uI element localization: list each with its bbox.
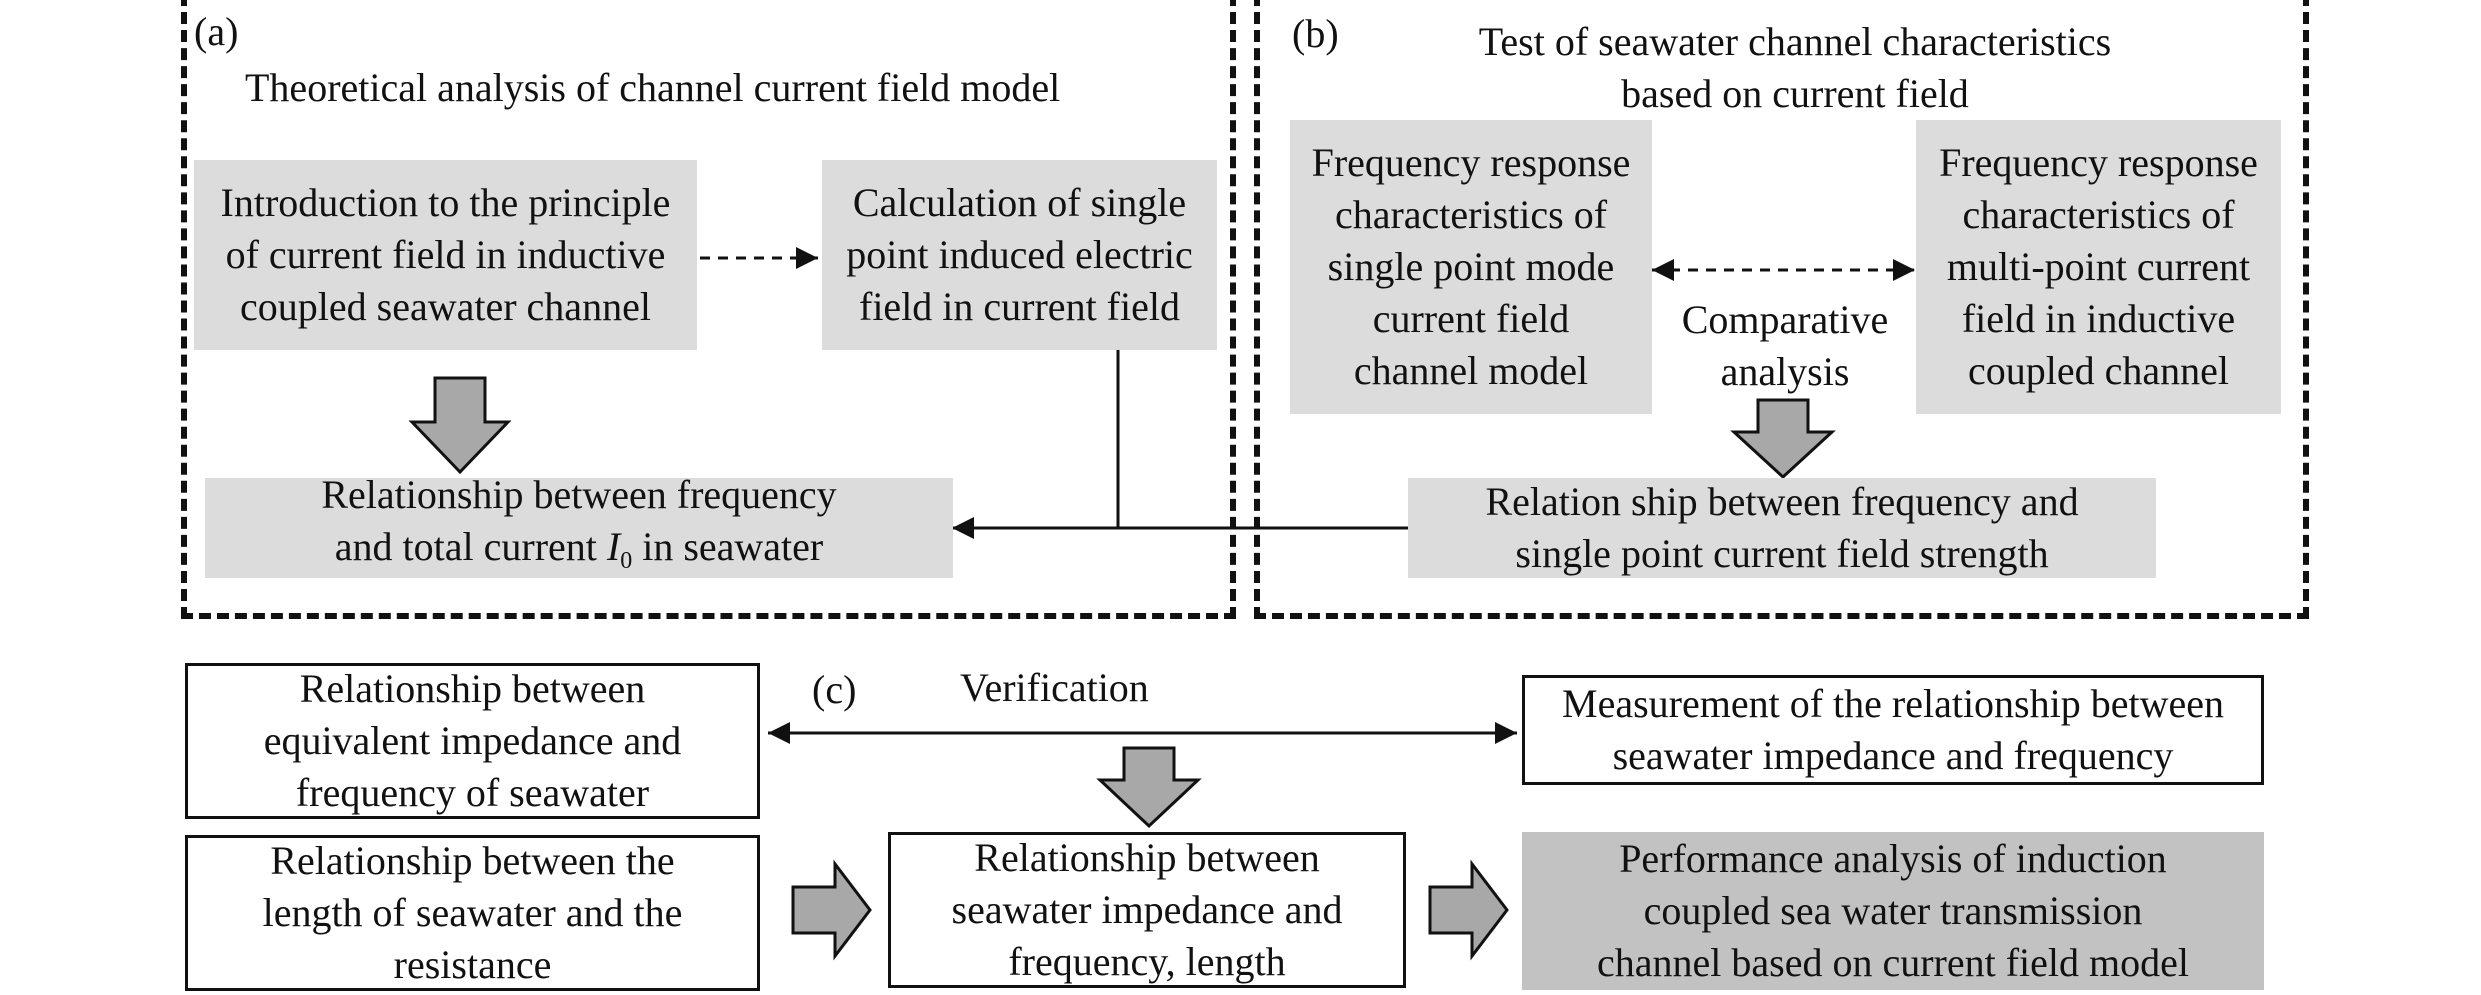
multi-point-line-1: Frequency response (1939, 140, 2258, 185)
multi-point-line-3: multi-point current (1946, 244, 2251, 289)
strength-line-1: Relation ship between frequency and (1485, 479, 2079, 524)
intro-box: Introduction to the principle of current… (194, 160, 697, 350)
frequency-current-box: Relationship between frequency and total… (205, 472, 953, 578)
performance-line-1: Performance analysis of induction (1619, 836, 2167, 881)
equivalent-impedance-line-2: equivalent impedance and (263, 718, 682, 763)
multi-point-line-2: characteristics of (1962, 192, 2235, 237)
single-point-box: Frequency response characteristics of si… (1290, 120, 1652, 414)
verification-label: Verification (960, 665, 1149, 710)
frequency-current-line-1: Relationship between frequency (321, 472, 837, 517)
strength-line-2: single point current field strength (1515, 531, 2049, 576)
measurement-box: Measurement of the relationship between … (1522, 675, 2264, 785)
right-block-arrow-2 (1428, 859, 1509, 961)
performance-line-2: coupled sea water transmission (1643, 888, 2143, 933)
panel-a-label: (a) (194, 9, 239, 54)
single-point-line-3: single point mode (1327, 244, 1615, 289)
right-block-arrow-1 (791, 859, 872, 961)
panel-a-region (181, 0, 1236, 619)
calc-box-line-2: point induced electric (846, 232, 1193, 277)
panel-b-title-line-1: Test of seawater channel characteristics (1478, 19, 2112, 64)
intro-box-line-3: coupled seawater channel (240, 284, 651, 329)
comparative-line-2: analysis (1720, 349, 1850, 394)
multi-point-line-4: field in inductive (1961, 296, 2236, 341)
intro-box-line-2: of current field in inductive (225, 232, 666, 277)
intro-box-line-1: Introduction to the principle (220, 180, 671, 225)
panel-a-title: Theoretical analysis of channel current … (245, 65, 1061, 110)
current-symbol: I (606, 524, 621, 569)
length-resistance-box: Relationship between the length of seawa… (185, 835, 760, 991)
calc-box: Calculation of single point induced elec… (822, 160, 1217, 350)
length-resistance-line-1: Relationship between the (270, 838, 675, 883)
panel-c-label: (c) (812, 667, 857, 712)
current-subscript: 0 (620, 548, 633, 574)
multi-point-box: Frequency response characteristics of mu… (1916, 120, 2281, 414)
impedance-frequency-length-line-3: frequency, length (1008, 939, 1286, 984)
down-block-arrow-a (408, 376, 512, 475)
panel-b-title-line-2: based on current field (1621, 71, 1969, 116)
single-point-line-4: current field (1372, 296, 1570, 341)
equivalent-impedance-box: Relationship between equivalent impedanc… (185, 663, 760, 819)
comparative-analysis-label: Comparative analysis (1660, 294, 1910, 398)
calc-box-line-3: field in current field (859, 284, 1180, 329)
multi-point-line-5: coupled channel (1967, 348, 2229, 393)
measurement-line-2: seawater impedance and frequency (1612, 733, 2174, 778)
performance-line-3: channel based on current field model (1597, 940, 2189, 985)
single-point-line-1: Frequency response (1311, 140, 1631, 185)
length-resistance-line-2: length of seawater and the (262, 890, 683, 935)
down-block-arrow-b (1730, 398, 1836, 480)
impedance-frequency-length-line-2: seawater impedance and (951, 887, 1343, 932)
performance-analysis-box: Performance analysis of induction couple… (1522, 832, 2264, 990)
measurement-line-1: Measurement of the relationship between (1562, 681, 2224, 726)
strength-box: Relation ship between frequency and sing… (1408, 478, 2156, 578)
panel-b-label: (b) (1292, 11, 1339, 56)
equivalent-impedance-line-1: Relationship between (299, 666, 646, 711)
calc-box-line-1: Calculation of single (852, 180, 1187, 225)
single-point-line-5: channel model (1353, 348, 1589, 393)
comparative-line-1: Comparative (1681, 297, 1889, 342)
down-block-arrow-c (1096, 746, 1202, 829)
panel-b-title: Test of seawater channel characteristics… (1380, 16, 2210, 120)
single-point-line-2: characteristics of (1334, 192, 1608, 237)
impedance-frequency-length-box: Relationship between seawater impedance … (888, 832, 1406, 988)
panel-b-region (1254, 0, 2309, 619)
impedance-frequency-length-line-1: Relationship between (974, 835, 1320, 880)
equivalent-impedance-line-3: frequency of seawater (295, 770, 650, 815)
frequency-current-line-2: and total current I0 in seawater (334, 524, 824, 574)
length-resistance-line-3: resistance (393, 942, 552, 987)
